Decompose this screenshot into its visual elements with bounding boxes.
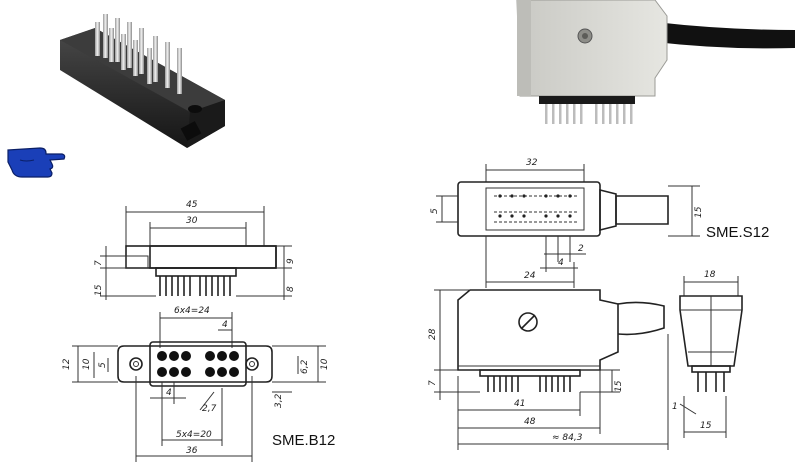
dim-4-top: 4	[222, 320, 228, 330]
dim-4-s12: 4	[558, 258, 564, 268]
dim-28: 28	[428, 328, 438, 340]
dim-9: 9	[286, 258, 296, 264]
model-label-b12: SME.B12	[272, 432, 336, 449]
dim-30: 30	[186, 216, 198, 226]
dim-12: 12	[62, 358, 72, 370]
dim-5-s12: 5	[430, 208, 440, 214]
dim-2: 2	[578, 244, 584, 254]
dim-10-right: 10	[320, 358, 330, 370]
dim-15-s12: 15	[694, 206, 704, 218]
dim-7-s12: 7	[428, 380, 438, 386]
dim-4-bottom: 4	[166, 388, 172, 398]
dim-5x4: 5x4=20	[176, 430, 212, 440]
dim-15: 15	[94, 284, 104, 296]
dim-32: 32	[526, 158, 538, 168]
dim-6-2: 6,2	[300, 359, 310, 374]
model-label-s12: SME.S12	[706, 224, 770, 241]
dim-5: 5	[98, 362, 108, 368]
dim-18: 18	[704, 270, 716, 280]
dim-24: 24	[524, 271, 536, 281]
dim-1: 1	[672, 402, 678, 412]
dim-6x4: 6x4=24	[174, 306, 210, 316]
dim-41: 41	[514, 399, 526, 409]
pointing-hand-icon	[7, 147, 66, 178]
dim-15c-s12: 15	[700, 421, 712, 431]
dim-8: 8	[286, 286, 296, 292]
plug-connector-photo	[516, 0, 795, 124]
dim-7: 7	[94, 260, 104, 266]
dim-symbol: 2,7	[202, 404, 217, 414]
dim-84-3: ≈ 84,3	[552, 433, 583, 443]
dim-45: 45	[186, 200, 198, 210]
socket-connector-photo	[60, 14, 225, 148]
dim-48: 48	[524, 417, 536, 427]
dim-10-left: 10	[82, 358, 92, 370]
dim-36: 36	[186, 446, 198, 456]
dim-15b-s12: 15	[614, 380, 624, 392]
dim-3-2: 3,2	[274, 393, 284, 408]
